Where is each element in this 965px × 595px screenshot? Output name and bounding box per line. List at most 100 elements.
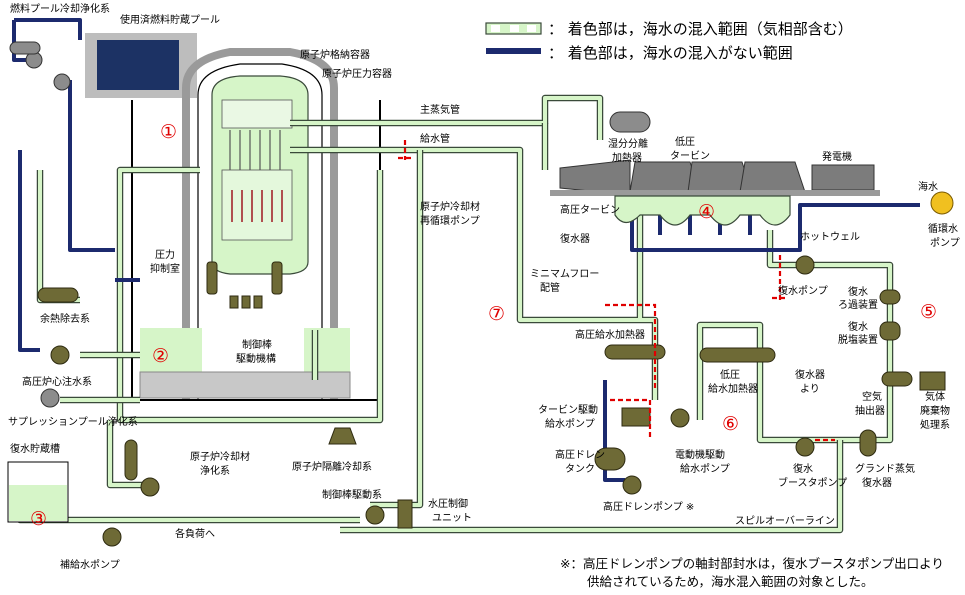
label-cond-booster-2: ブースタポンプ: [778, 476, 847, 489]
legend-text-seawater: ： 着色部は，海水の混入範囲（気相部含む）: [548, 20, 853, 38]
condensate-pump-icon: [795, 255, 815, 275]
condensate-filter: [879, 289, 901, 305]
boundary-markers: [398, 140, 835, 442]
non-seawater-piping: [12, 18, 920, 482]
label-cuw-2: 浄化系: [200, 464, 230, 477]
label-loads: 各負荷へ: [175, 527, 215, 540]
label-hcu-2: ユニット: [432, 513, 472, 524]
marker-1: ①: [160, 121, 177, 143]
label-air-ejector-1: 空気: [862, 390, 882, 403]
rhr-pump-icon: [50, 345, 70, 365]
label-gland-1: グランド蒸気: [855, 462, 915, 475]
label-main-steam: 主蒸気管: [420, 103, 460, 116]
turbine-area: [550, 111, 954, 226]
label-cond-demin-1: 復水: [848, 320, 868, 333]
label-msr-1: 湿分分離: [608, 137, 648, 150]
label-mdrfp-2: 給水ポンプ: [680, 462, 730, 475]
label-lp-turbine-2: タービン: [670, 150, 710, 162]
legend: ： 着色部は，海水の混入範囲（気相部含む） ： 着色部は，海水の混入がない範囲: [485, 20, 853, 62]
label-offgas-3: 処理系: [920, 418, 950, 431]
legend-swatch-no-seawater: [486, 48, 541, 54]
label-msr-2: 加熱器: [612, 151, 642, 164]
label-seawater: 海水: [918, 180, 938, 193]
label-hp-turbine: 高圧タービン: [560, 203, 620, 216]
marker-2: ②: [152, 345, 169, 367]
equipment: [7, 41, 946, 547]
label-spent-fuel-pool: 使用済燃料貯蔵プール: [120, 13, 220, 26]
marker-3: ③: [30, 508, 47, 530]
label-offgas-2: 廃棄物: [920, 404, 950, 417]
label-crd-1: 制御棒: [242, 338, 272, 351]
crd-pump-icon: [365, 505, 385, 525]
tdrfp-pump: [621, 407, 651, 427]
label-min-flow-1: ミニマムフロー: [530, 268, 599, 280]
turbine-base: [550, 190, 880, 196]
label-hp-heater: 高圧給水加熱器: [575, 328, 645, 341]
fuel-pool-pump-icon-2: [53, 73, 71, 91]
condensate-demineralizer: [879, 321, 901, 341]
marker-5: ⑤: [920, 301, 937, 323]
cuw-pump-icon: [140, 477, 160, 497]
label-cond-demin-2: 脱塩装置: [838, 333, 878, 346]
hp-heater: [604, 344, 666, 360]
label-hotwell: ホットウェル: [800, 231, 860, 243]
marker-6: ⑥: [722, 413, 739, 435]
reactor-building: [85, 33, 381, 401]
label-gland-2: 復水器: [862, 476, 892, 489]
label-air-ejector-2: 抽出器: [855, 404, 885, 417]
rip-pump-1: [206, 261, 218, 295]
lp-turbine-3: [739, 161, 806, 193]
label-rhr: 余熱除去系: [40, 312, 90, 325]
label-hp-drain-pump: 高圧ドレンポンプ ※: [603, 500, 694, 513]
label-pressure-vessel: 原子炉圧力容器: [322, 67, 392, 80]
label-lp-heater-1: 低圧: [720, 368, 740, 381]
moisture-separator: [609, 111, 651, 133]
label-suppression-2: 抑制室: [150, 262, 180, 275]
marker-4: ④: [698, 201, 715, 223]
condensate-booster-pump-icon: [795, 437, 815, 457]
rhr-heat-exchanger: [37, 287, 79, 303]
label-cond-filter-2: ろ過装置: [838, 298, 878, 311]
label-lp-turbine-1: 低圧: [675, 135, 695, 148]
lp-heater: [699, 347, 776, 363]
label-containment: 原子炉格納容器: [300, 48, 370, 61]
label-hcu-1: 水圧制御: [428, 497, 468, 510]
label-min-flow-2: 配管: [540, 281, 560, 294]
gland-steam-condenser: [859, 429, 877, 457]
label-cw-pump-1: 循環水: [928, 222, 958, 235]
label-offgas-1: 気体: [925, 390, 945, 403]
label-cond-booster-1: 復水: [793, 462, 813, 475]
label-hp-drain-tank-1: 高圧ドレン: [555, 448, 605, 461]
label-cst: 復水貯蔵槽: [10, 442, 60, 455]
air-ejector: [881, 371, 913, 387]
label-from-condenser-1: 復水器: [795, 368, 825, 381]
hp-drain-tank: [594, 447, 626, 471]
label-mdrfp-1: 電動機駆動: [675, 448, 725, 461]
label-fuel-pool-cleanup: 燃料プール冷却浄化系: [10, 2, 110, 15]
label-cond-pump: 復水ポンプ: [778, 284, 828, 297]
hcu-unit: [397, 499, 413, 529]
label-from-condenser-2: より: [800, 383, 820, 395]
label-rcic: 原子炉隔離冷却系: [292, 460, 372, 473]
label-lp-heater-2: 給水加熱器: [708, 382, 758, 395]
label-tdrfp-1: タービン駆動: [538, 403, 598, 416]
footnote: ※：高圧ドレンポンプの軸封部封水は，復水ブースタポンプ出口より 供給されているた…: [560, 556, 944, 589]
mdrfp-pump-icon: [670, 408, 690, 428]
circulating-water-pump-icon: [930, 191, 954, 215]
label-cuw-1: 原子炉冷却材: [190, 450, 250, 463]
label-feedwater: 給水管: [420, 132, 450, 145]
label-cw-pump-2: ポンプ: [930, 237, 960, 249]
label-condenser: 復水器: [560, 232, 590, 245]
label-generator: 発電機: [822, 150, 852, 163]
label-spcu: サプレッションプール浄化系: [8, 415, 138, 428]
rip-pump-2: [271, 261, 283, 295]
condenser-body: [614, 195, 791, 226]
hp-turbine: [559, 159, 631, 196]
marker-7: ⑦: [488, 303, 505, 325]
label-tdrfp-2: 給水ポンプ: [545, 417, 595, 430]
number-markers: ① ② ③ ④ ⑤ ⑥ ⑦: [30, 121, 937, 530]
fuel-pool-heat-exchanger: [9, 41, 41, 55]
cuw-heat-exchanger: [124, 439, 138, 481]
label-spillover: スピルオーバーライン: [735, 515, 835, 527]
